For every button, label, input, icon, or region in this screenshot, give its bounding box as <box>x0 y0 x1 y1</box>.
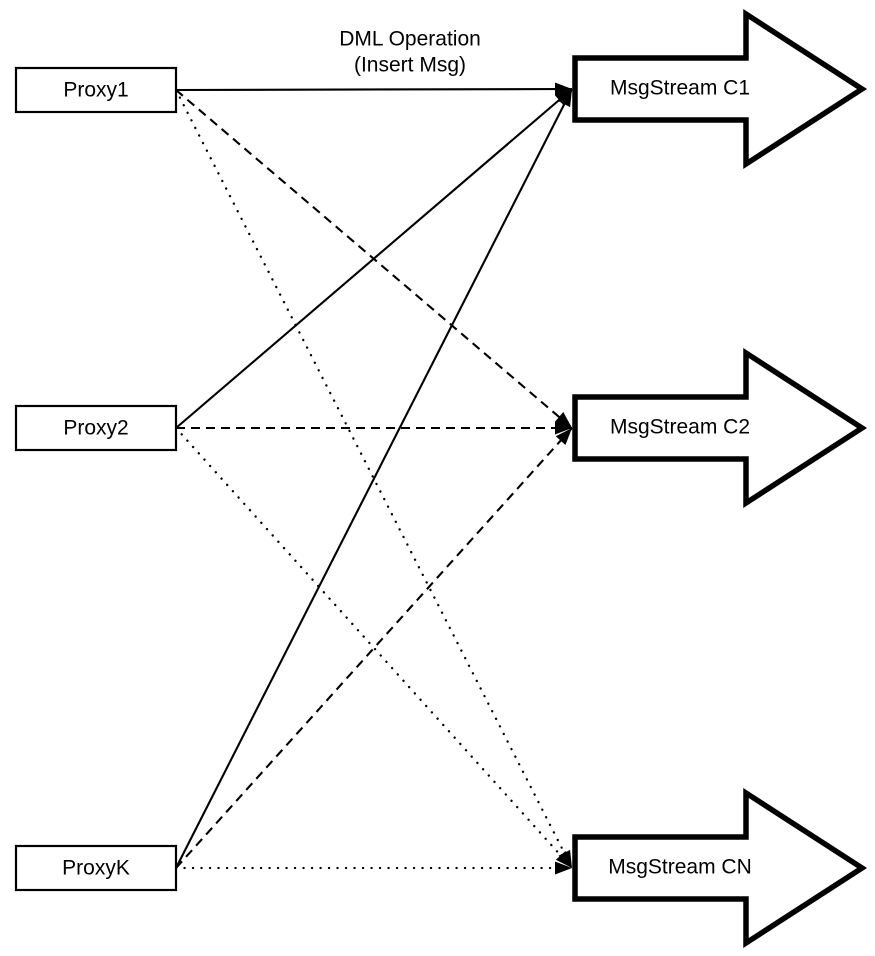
msgstream-arrow-1[interactable]: MsgStream C1 <box>572 8 868 170</box>
streams-layer: MsgStream C1 MsgStream C2 MsgStream CN <box>572 8 868 949</box>
arrowhead-proxyk-to-stream-c2 <box>555 428 572 445</box>
edge-proxy2-to-stream-cn <box>174 426 574 870</box>
proxy-box-rect <box>14 66 178 114</box>
msgstream-label: MsgStream CN <box>608 856 752 879</box>
proxy-box-rect <box>14 844 178 892</box>
edge-proxy1-to-stream-cn <box>174 88 574 870</box>
edges-layer <box>174 87 574 870</box>
annotation-line-1: DML Operation <box>339 28 481 51</box>
dml-operation-annotation: DML Operation (Insert Msg) <box>339 28 481 77</box>
msgstream-arrow-shape <box>572 347 868 509</box>
arrowhead-proxy1-to-stream-c1 <box>554 82 572 96</box>
edge-proxy1-to-stream-c1 <box>175 87 573 92</box>
proxy-label: ProxyK <box>62 857 130 880</box>
arrowhead-proxyk-to-stream-cn <box>555 861 572 875</box>
proxy-label: Proxy1 <box>63 79 128 102</box>
arrowhead-proxy2-to-stream-c2 <box>555 421 572 435</box>
proxy-label: Proxy2 <box>63 417 128 440</box>
msgstream-arrow-2[interactable]: MsgStream C2 <box>572 347 868 509</box>
edge-proxy2-to-stream-c1 <box>175 88 573 429</box>
arrowhead-proxy2-to-stream-cn <box>555 851 572 868</box>
msgstream-arrow-shape <box>572 8 868 170</box>
edge-proxyk-to-stream-c2 <box>175 427 573 869</box>
arrowhead-proxyk-to-stream-c1 <box>558 89 572 108</box>
annotation-line-2: (Insert Msg) <box>354 54 466 77</box>
arrowhead-proxy1-to-stream-c2 <box>554 412 572 428</box>
msgstream-label: MsgStream C2 <box>610 416 750 439</box>
proxy-box-proxy1[interactable]: Proxy1 <box>14 66 178 114</box>
proxy-box-proxy2[interactable]: Proxy2 <box>14 404 178 452</box>
proxy-box-proxyk[interactable]: ProxyK <box>14 844 178 892</box>
arrowheads-layer <box>554 82 572 875</box>
proxy-box-rect <box>14 404 178 452</box>
msgstream-arrow-3[interactable]: MsgStream CN <box>572 787 868 949</box>
msgstream-arrow-shape <box>572 787 868 949</box>
edge-proxyk-to-stream-c1 <box>175 88 573 869</box>
msgstream-label: MsgStream C1 <box>610 77 750 100</box>
